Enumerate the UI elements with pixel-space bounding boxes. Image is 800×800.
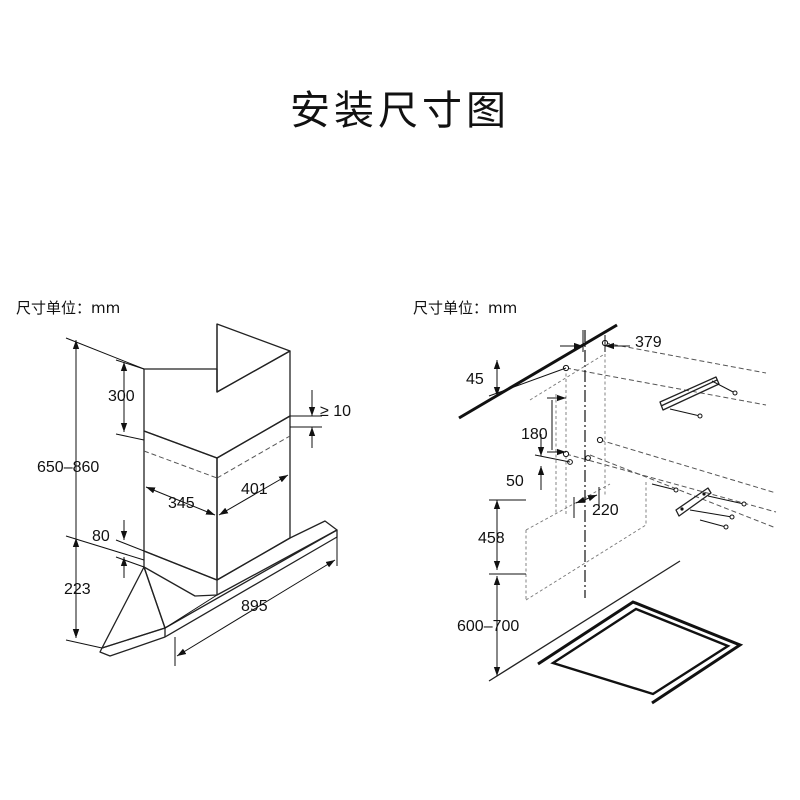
dim-hole-offset: 50	[506, 473, 524, 490]
dim-canopy-height: 223	[64, 581, 91, 598]
dim-chimney-depth: 345	[168, 495, 195, 512]
dim-ceiling-gap: 45	[466, 371, 484, 388]
left-dimension-labels: 300 ≥ 10 650–860 345 401 80 223 895	[37, 388, 351, 615]
lower-bracket	[651, 483, 747, 530]
dim-chimney-width: 401	[241, 481, 268, 498]
dim-total-height: 650–860	[37, 459, 99, 476]
lower-chimney	[143, 415, 291, 581]
dim-gap: ≥ 10	[320, 403, 351, 420]
dim-top-bracket-width: 379	[635, 334, 662, 351]
dim-offset: 80	[92, 528, 110, 545]
left-dimension-lines	[65, 337, 338, 666]
upper-bracket	[659, 376, 738, 419]
dim-chimney-height: 300	[108, 388, 135, 405]
left-unit-label: 尺寸单位：mm	[16, 299, 121, 317]
guide-lines	[525, 342, 777, 601]
upper-chimney	[143, 323, 291, 459]
right-dimension-lines	[488, 330, 630, 676]
hob-outline	[488, 560, 744, 705]
mounting-drawing	[458, 323, 777, 705]
canopy	[99, 520, 338, 657]
dim-canopy-width: 895	[241, 598, 268, 615]
page-title: 安装尺寸图	[290, 88, 510, 134]
right-unit-label: 尺寸单位：mm	[413, 299, 518, 317]
dim-lower-bracket-width: 220	[592, 502, 619, 519]
dim-bracket-spacing: 180	[521, 426, 548, 443]
range-hood-drawing	[99, 323, 338, 657]
right-dimension-labels: 45 379 180 50 220 458 600–700	[457, 334, 662, 635]
ceiling-line	[458, 323, 618, 420]
dim-hob-to-hood: 600–700	[457, 618, 519, 635]
dim-bracket-to-bottom: 458	[478, 530, 505, 547]
